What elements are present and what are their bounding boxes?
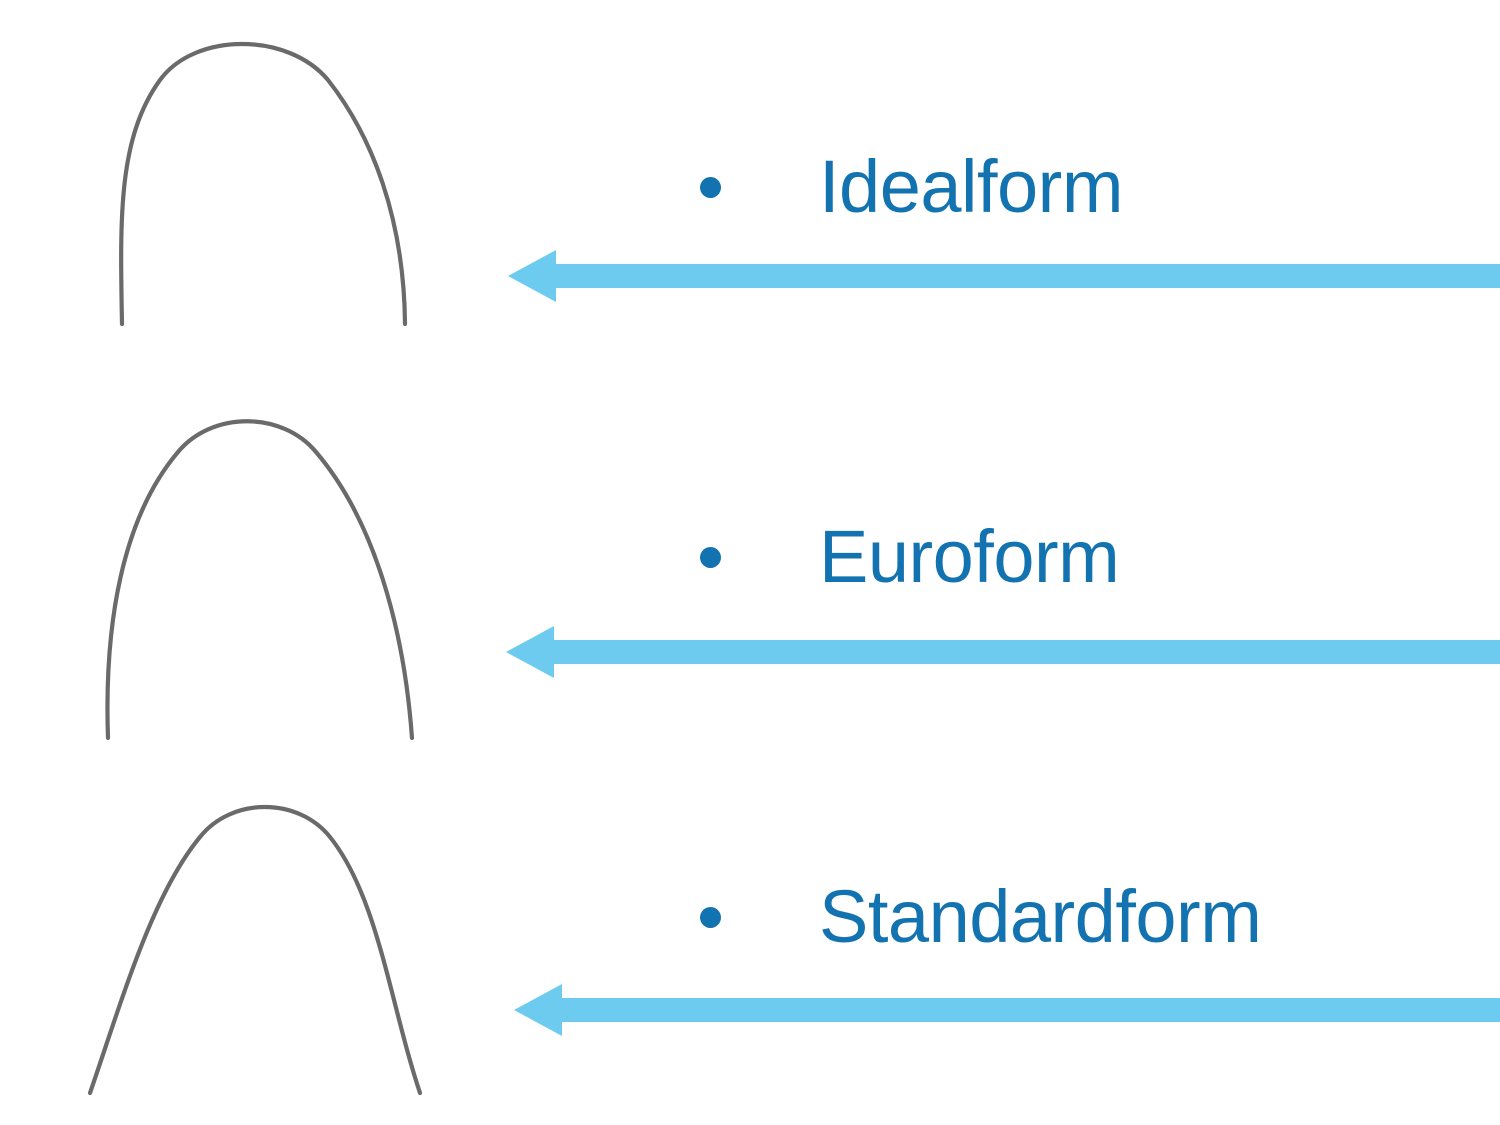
euroform-archwire-svg (105, 419, 415, 741)
idealform-wire-path (119, 42, 408, 327)
list-item-idealform[interactable]: Idealform (700, 150, 1123, 224)
standardform-archwire-svg (87, 805, 423, 1096)
list-item-label: Idealform (819, 145, 1123, 228)
arrow-left-shape (508, 250, 1500, 302)
bullet-dot-icon (700, 906, 721, 928)
arrow-left-standardform (514, 982, 1500, 1038)
euroform-archwire (60, 400, 480, 745)
arrow-left-shape (514, 984, 1500, 1036)
idealform-archwire-svg (119, 42, 408, 327)
bullet-dot-icon (700, 546, 721, 568)
arrow-left-icon (508, 250, 1500, 302)
arrow-left-euroform (506, 624, 1500, 680)
standardform-archwire (60, 785, 480, 1105)
arrow-left-icon (506, 626, 1500, 678)
arrow-left-icon (514, 984, 1500, 1036)
list-item-label: Euroform (819, 515, 1120, 598)
list-item-euroform[interactable]: Euroform (700, 515, 1120, 598)
bullet-dot-icon (700, 176, 721, 198)
standardform-wire-path (87, 805, 423, 1096)
arrow-left-shape (506, 626, 1500, 678)
idealform-archwire (60, 18, 480, 338)
list-item-label: Standardform (819, 875, 1262, 958)
list-item-standardform[interactable]: Standardform (700, 875, 1262, 958)
euroform-wire-path (105, 419, 415, 741)
arrow-left-idealform (508, 248, 1500, 304)
